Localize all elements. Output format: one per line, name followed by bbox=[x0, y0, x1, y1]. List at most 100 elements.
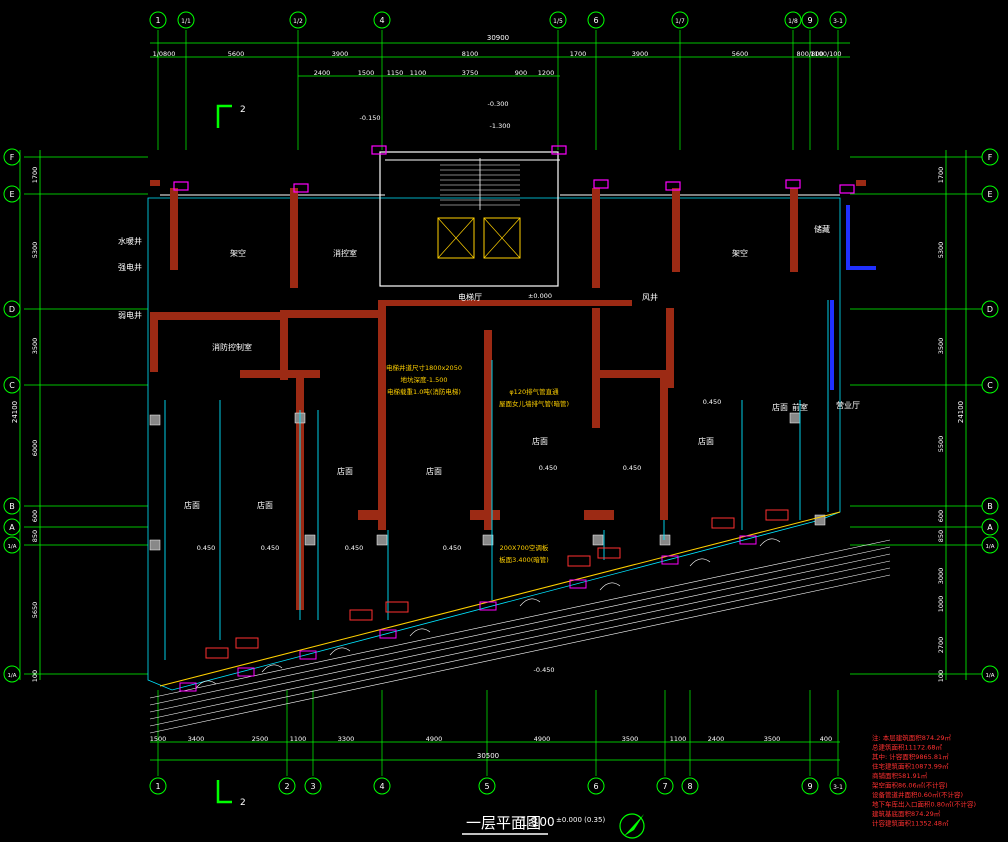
axis-label-top: 1/2 bbox=[293, 18, 303, 25]
drawing-title: 一层平面图 bbox=[466, 814, 541, 832]
yellow-note: 电梯载重1.0吨(消防电梯) bbox=[387, 387, 461, 396]
elevator-shaft-1 bbox=[437, 217, 475, 259]
section-marker-bottom: 2 bbox=[216, 780, 246, 808]
elevation-label: -1.300 bbox=[490, 122, 511, 130]
axis-label-right: C bbox=[987, 381, 993, 390]
room-label: 弱电井 bbox=[118, 310, 142, 320]
dim-text-right: 1700 bbox=[937, 167, 945, 184]
dim-text-top: 1700 bbox=[570, 50, 587, 58]
yellow-note: 板面3.400(暗管) bbox=[499, 555, 549, 564]
column bbox=[376, 534, 388, 546]
axis-label-right: 1/A bbox=[985, 673, 994, 679]
magenta-block bbox=[371, 145, 387, 155]
stats-line: 住宅建筑面积10873.99㎡ bbox=[872, 762, 949, 771]
room-label: 强电井 bbox=[118, 262, 142, 272]
room-label: 营业厅 bbox=[836, 400, 860, 410]
axis-bubble-left bbox=[3, 185, 21, 203]
room-label: 店面 bbox=[772, 402, 788, 412]
dim-text-right: 600 bbox=[937, 510, 945, 522]
axis-bubble-left bbox=[3, 497, 21, 515]
elevation-label: 0.450 bbox=[261, 544, 280, 552]
elevator-shaft-2 bbox=[483, 217, 521, 259]
axis-label-top: 4 bbox=[379, 16, 384, 25]
column bbox=[149, 414, 161, 426]
stats-line: 架空面积86.06㎡(不计容) bbox=[872, 781, 948, 790]
stats-line: 商铺面积581.91㎡ bbox=[872, 771, 928, 780]
room-label: 水暖井 bbox=[118, 236, 142, 246]
storefront-line bbox=[149, 553, 891, 713]
room-label: 消控室 bbox=[333, 248, 357, 258]
dim-text-left: 3500 bbox=[31, 338, 39, 355]
elevation-label: 0.450 bbox=[443, 544, 462, 552]
axis-bubble-top bbox=[373, 11, 391, 29]
axis-label-top: 1/1 bbox=[181, 18, 191, 25]
magenta-block bbox=[299, 650, 317, 660]
dim-text-top: 5600 bbox=[228, 50, 245, 58]
wall-segment bbox=[470, 510, 500, 520]
axis-bubble-top bbox=[587, 11, 605, 29]
dim-text-bottom: 3400 bbox=[188, 735, 205, 743]
dim-text-top-2: 2400 bbox=[314, 69, 331, 77]
axis-bubble-left bbox=[3, 518, 21, 536]
yellow-note: φ120排气管直通 bbox=[509, 387, 559, 396]
axis-label-bottom: 1 bbox=[155, 782, 160, 791]
axis-bubble-left bbox=[3, 300, 21, 318]
wall-segment bbox=[856, 180, 866, 186]
axis-label-bottom: 3-1 bbox=[833, 784, 843, 791]
wall-segment bbox=[484, 330, 492, 530]
wall-segment bbox=[592, 370, 662, 378]
axis-bubble-right bbox=[981, 300, 999, 318]
column bbox=[789, 412, 801, 424]
axis-bubble-right bbox=[981, 185, 999, 203]
dim-text-top: 3900 bbox=[632, 50, 649, 58]
magenta-block bbox=[379, 629, 397, 639]
dim-text-left: 850 bbox=[31, 530, 39, 542]
elevation-label: -0.450 bbox=[534, 666, 555, 674]
magenta-block bbox=[785, 179, 801, 189]
axis-label-left: C bbox=[9, 381, 15, 390]
wall-segment bbox=[382, 300, 632, 306]
red-ac-board bbox=[711, 517, 735, 529]
column bbox=[659, 534, 671, 546]
wall-segment bbox=[584, 510, 614, 520]
dim-text-right-overall: 24100 bbox=[957, 401, 965, 423]
magenta-block bbox=[665, 181, 681, 191]
storefront-line bbox=[149, 567, 891, 727]
north-arrow-icon bbox=[619, 813, 645, 839]
column bbox=[592, 534, 604, 546]
grid-lines bbox=[24, 30, 982, 776]
door-swing bbox=[599, 582, 621, 591]
dim-text-right: 3000 bbox=[937, 568, 945, 585]
axis-bubble-left bbox=[3, 148, 21, 166]
section-marker-top: 2 bbox=[216, 104, 246, 128]
axis-label-left: F bbox=[10, 153, 15, 162]
magenta-block bbox=[551, 145, 567, 155]
dim-text-bottom: 400 bbox=[820, 735, 832, 743]
axis-label-bottom: 5 bbox=[484, 782, 489, 791]
axis-bubble-right bbox=[981, 665, 999, 683]
storefront-line bbox=[149, 574, 891, 734]
axis-bubble-bottom bbox=[656, 777, 674, 795]
dim-text-right: 1000 bbox=[937, 596, 945, 613]
room-label: 店面 bbox=[698, 436, 714, 446]
dim-text-bottom: 3500 bbox=[622, 735, 639, 743]
door-swing bbox=[329, 647, 351, 656]
wall-segment bbox=[358, 510, 386, 520]
yellow-note: 屋面女儿墙排气管(暗管) bbox=[499, 399, 569, 408]
magenta-block bbox=[179, 682, 197, 692]
wall-segment bbox=[280, 310, 288, 380]
axis-bubble-top bbox=[829, 11, 847, 29]
axis-label-left: D bbox=[9, 305, 15, 314]
room-label: 店面 bbox=[184, 500, 200, 510]
dim-text-top: 3900 bbox=[332, 50, 349, 58]
room-label: 店面 bbox=[337, 466, 353, 476]
room-label: 店面 bbox=[257, 500, 273, 510]
wall-segment bbox=[378, 300, 386, 530]
axis-bubble-right bbox=[981, 376, 999, 394]
wall-segment bbox=[290, 262, 298, 288]
door-swing bbox=[261, 664, 283, 673]
magenta-block bbox=[839, 184, 855, 194]
red-ac-board bbox=[765, 509, 789, 521]
